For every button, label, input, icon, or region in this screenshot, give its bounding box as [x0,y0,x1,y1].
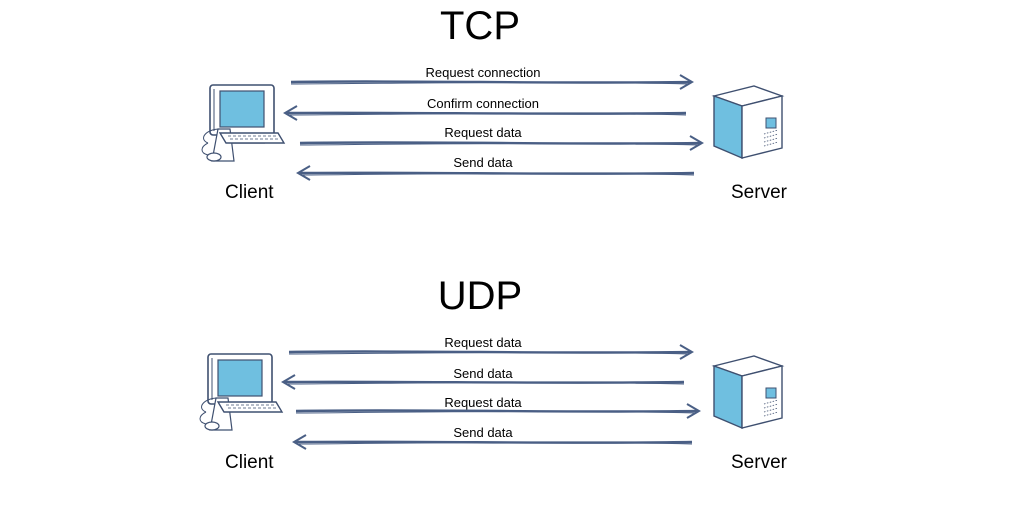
message-arrow [296,165,695,181]
message-arrow [288,344,694,360]
message-label: Send data [453,366,513,381]
client-label: Client [225,452,274,473]
message-label: Request data [444,125,522,140]
client-label: Client [225,182,274,203]
section-title: TCP [440,4,520,48]
server-label: Server [731,452,787,473]
message-arrow [281,374,685,390]
server-tower-icon [711,85,785,160]
desktop-computer-icon [199,353,284,431]
message-label: Request data [444,395,522,410]
server-tower-icon [711,355,785,430]
message-label: Request data [444,335,522,350]
udp-section: UDP [0,270,1011,512]
message-arrow [292,434,693,450]
message-arrow [283,105,687,121]
udp-diagram [199,344,785,450]
message-arrow [295,403,701,419]
message-arrow [299,135,704,151]
message-label: Send data [453,155,513,170]
section-title: UDP [437,274,523,318]
message-label: Send data [453,425,513,440]
tcp-section: TCP [0,0,1011,242]
tcp-diagram [201,74,785,181]
message-label: Confirm connection [427,96,539,111]
desktop-computer-icon [201,84,286,162]
message-label: Request connection [425,65,541,80]
server-label: Server [731,182,787,203]
message-arrow [290,74,694,90]
